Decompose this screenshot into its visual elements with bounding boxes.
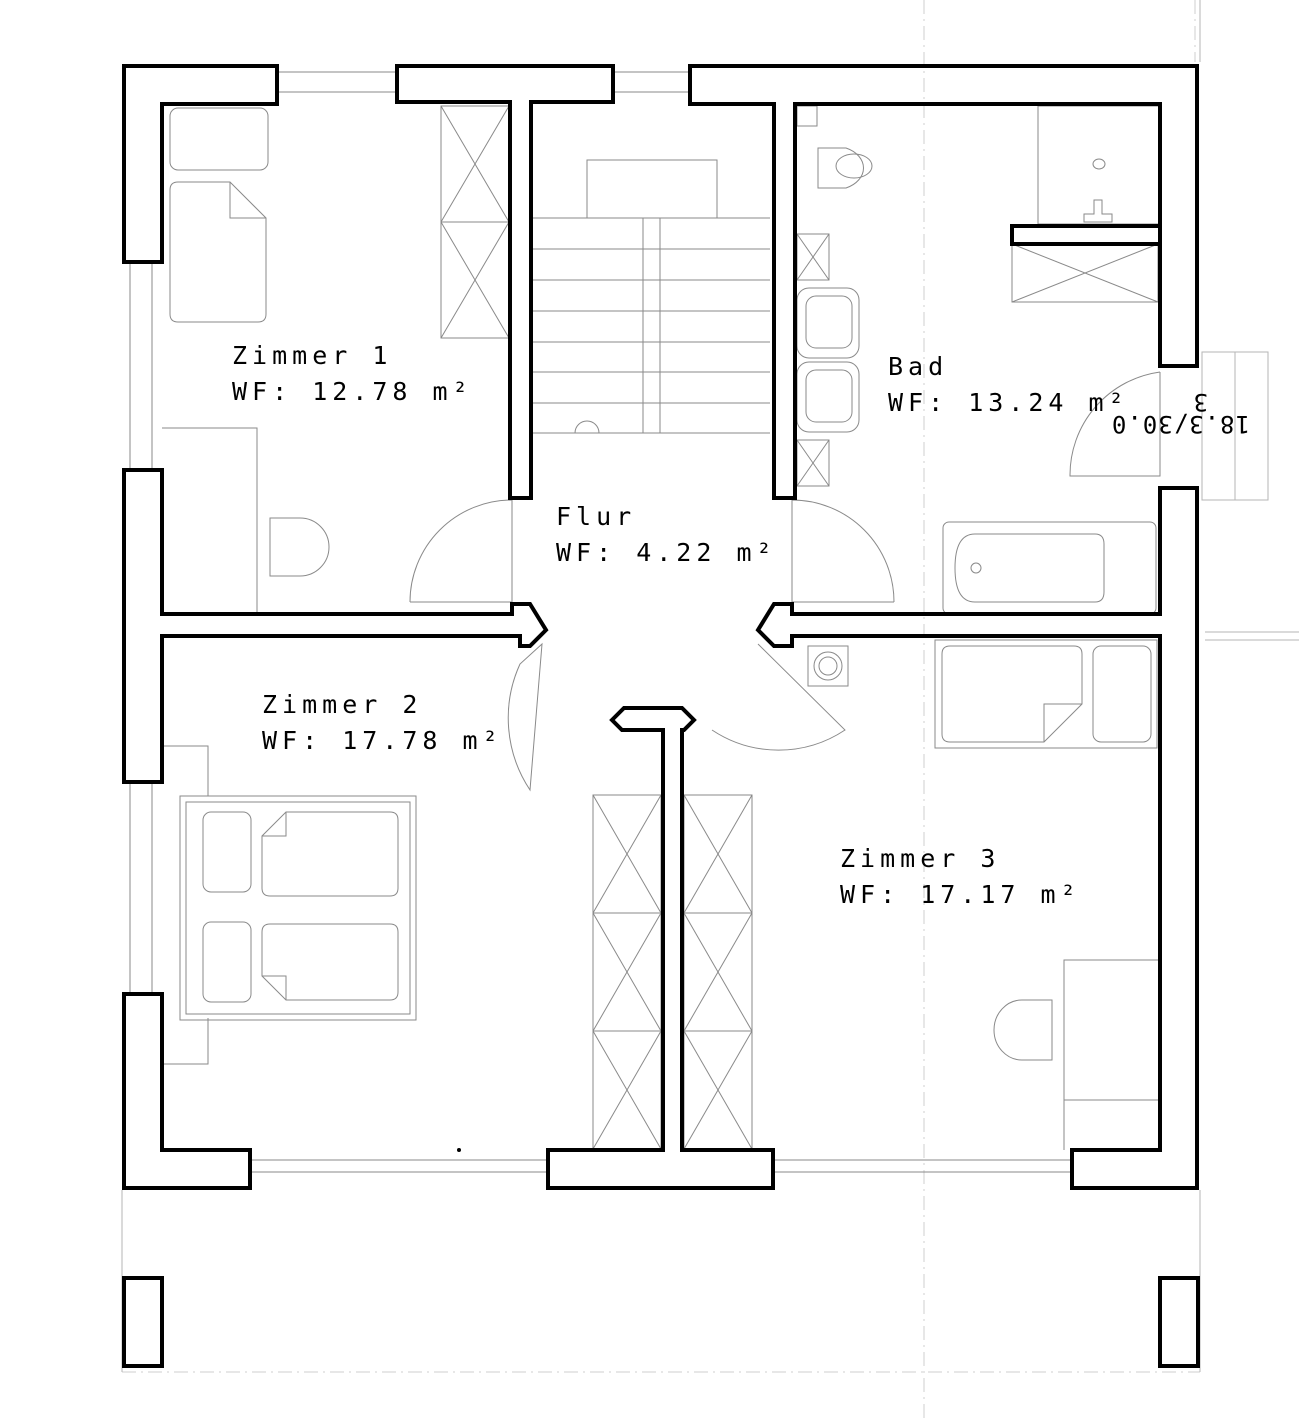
bad-fixtures	[796, 105, 1161, 615]
room-label-zimmer-3: Zimmer 3 WF: 17.17 m²	[840, 844, 1081, 909]
zimmer-2-furniture	[162, 745, 417, 1065]
stair-annotation: 18.3/30.0 3	[1111, 388, 1250, 438]
room-name: Zimmer 1	[232, 341, 392, 370]
marker-dot	[457, 1148, 461, 1152]
room-area: WF: 12.78 m²	[232, 377, 473, 406]
room-area: WF: 13.24 m²	[888, 388, 1129, 417]
wardrobes	[592, 794, 753, 1150]
room-label-bad: Bad WF: 13.24 m²	[888, 352, 1129, 417]
room-label-zimmer-1: Zimmer 1 WF: 12.78 m²	[232, 341, 473, 406]
windows	[129, 71, 1072, 1173]
room-name: Zimmer 3	[840, 844, 1000, 873]
room-area: WF: 17.78 m²	[262, 726, 503, 755]
walls	[122, 64, 1200, 1368]
room-label-zimmer-2: Zimmer 2 WF: 17.78 m²	[262, 690, 503, 755]
stair-dimensions: 18.3/30.0	[1111, 410, 1250, 438]
room-name: Flur	[556, 502, 636, 531]
stair-count: 3	[1193, 388, 1208, 416]
right-exterior	[1199, 0, 1299, 641]
room-label-flur: Flur WF: 4.22 m²	[556, 502, 777, 567]
room-name: Zimmer 2	[262, 690, 422, 719]
staircase	[533, 159, 770, 434]
room-area: WF: 17.17 m²	[840, 880, 1081, 909]
door-swings	[409, 371, 1161, 792]
zimmer-3-furniture	[807, 639, 1160, 1150]
room-name: Bad	[888, 352, 948, 381]
zimmer-1-furniture	[162, 105, 510, 614]
room-area: WF: 4.22 m²	[556, 538, 777, 567]
